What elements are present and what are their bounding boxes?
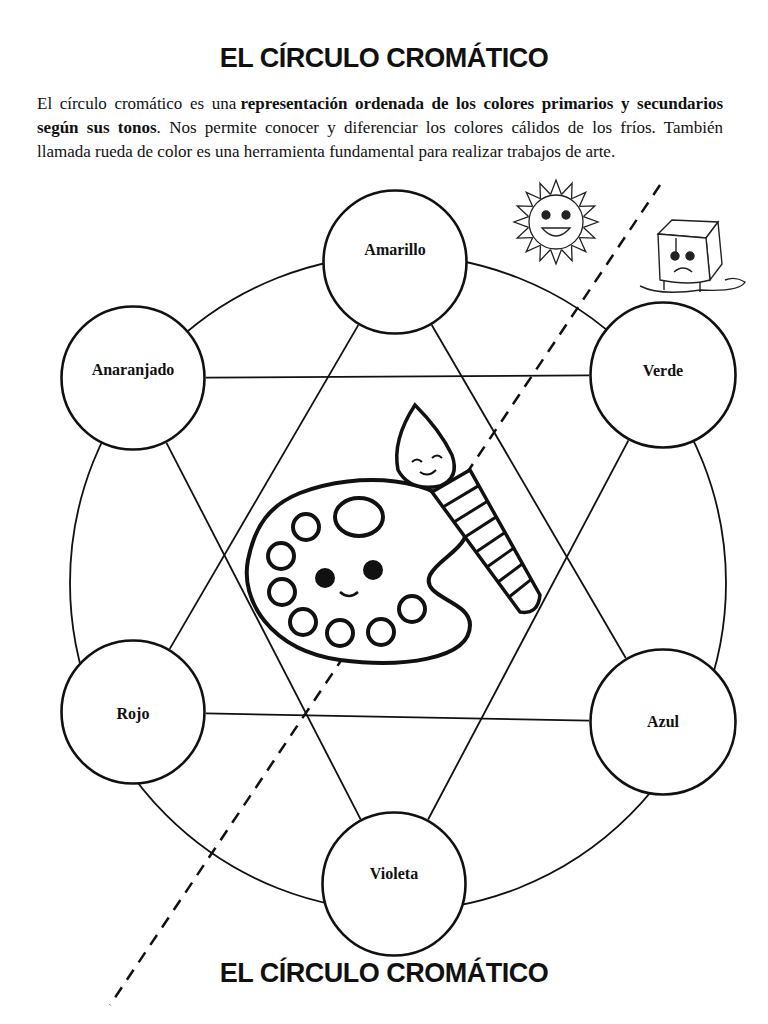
color-circle: Azul	[589, 648, 737, 796]
ice-cube-icon	[640, 220, 745, 292]
divider-line	[110, 185, 660, 1005]
star-line	[206, 713, 589, 720]
sun-ray	[583, 217, 598, 228]
sun-ray	[551, 249, 562, 264]
sun-icon	[514, 180, 598, 264]
title: EL CÍRCULO CROMÁTICO	[0, 43, 768, 74]
circle-outline	[321, 811, 467, 957]
star-line	[206, 375, 589, 377]
color-circle: Anaranjado	[60, 305, 206, 451]
brush-icon	[397, 405, 540, 612]
color-name: Amarillo	[364, 241, 425, 259]
color-circle: Rojo	[60, 639, 206, 785]
star-line	[166, 443, 360, 819]
sun-ray	[514, 217, 529, 228]
color-name: Anaranjado	[92, 361, 175, 379]
palette-icon	[247, 480, 470, 663]
color-name: Verde	[643, 362, 683, 380]
repeated-title: EL CÍRCULO CROMÁTICO	[0, 958, 768, 989]
color-circle: Verde	[589, 301, 737, 449]
color-name: Violeta	[370, 865, 418, 883]
circle-outline	[322, 189, 468, 335]
star-line	[428, 440, 628, 819]
color-name: Rojo	[117, 705, 150, 723]
intro-paragraph: El círculo cromático es unarepresentació…	[37, 92, 723, 164]
sun-ray	[551, 180, 562, 195]
color-name: Azul	[647, 713, 679, 731]
color-circle: Amarillo	[322, 189, 468, 335]
color-circle: Violeta	[321, 811, 467, 957]
paragraph-text: El círculo cromático es una	[37, 94, 236, 113]
